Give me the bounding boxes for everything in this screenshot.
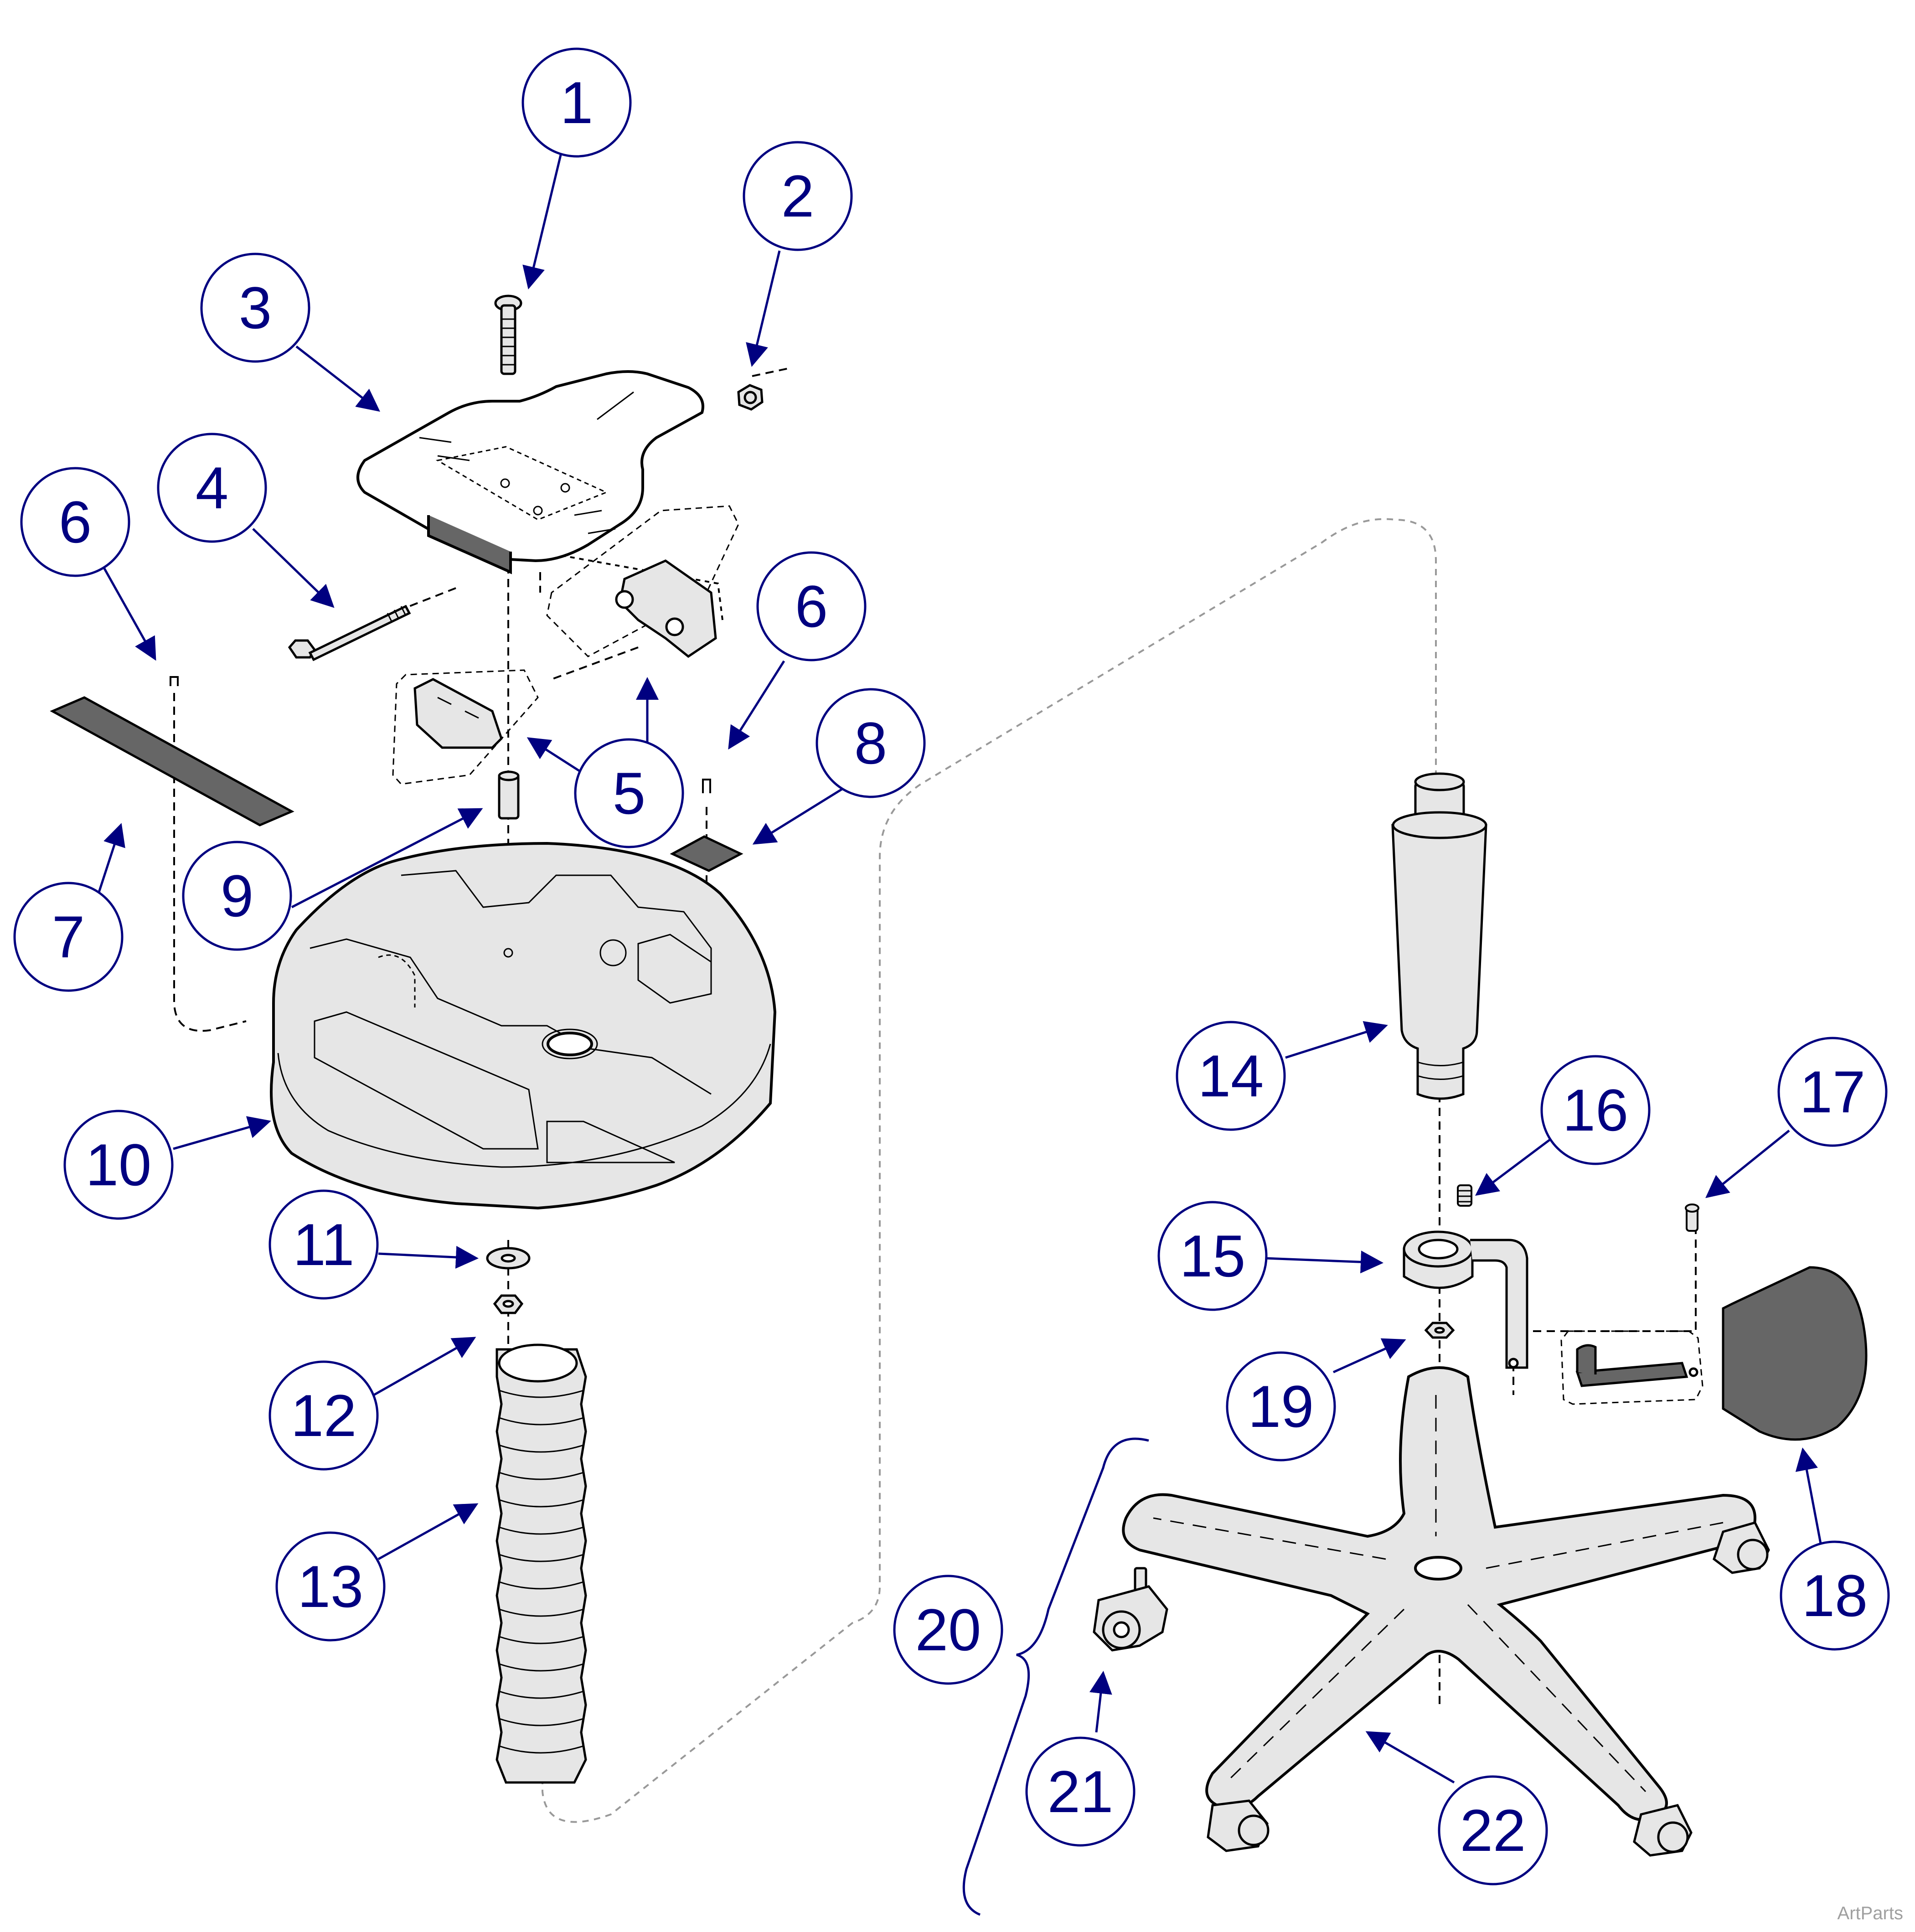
callout-5: 5: [574, 738, 684, 848]
svg-text:15: 15: [1180, 1223, 1246, 1289]
callout-10: 10: [63, 1110, 174, 1220]
part-small-nut: [1424, 1322, 1455, 1339]
callout-3: 3: [200, 253, 310, 363]
svg-text:3: 3: [239, 274, 272, 341]
callouts: 1 2 3 4 6 6 8 5 9 7 10 11 12 13 14 15 16…: [13, 47, 1890, 1886]
svg-text:10: 10: [86, 1131, 152, 1198]
callout-6-left: 6: [20, 467, 130, 577]
svg-text:6: 6: [795, 573, 828, 640]
part-screw: [494, 294, 522, 375]
part-caster: [1093, 1567, 1168, 1652]
callout-18: 18: [1780, 1540, 1890, 1651]
svg-text:4: 4: [196, 455, 228, 521]
leader-lines: [85, 155, 1829, 1784]
svg-text:18: 18: [1802, 1562, 1868, 1629]
callout-2: 2: [743, 141, 853, 251]
svg-text:17: 17: [1800, 1059, 1866, 1125]
callout-14: 14: [1176, 1021, 1286, 1131]
callout-21: 21: [1025, 1736, 1136, 1847]
svg-text:13: 13: [298, 1553, 364, 1620]
part-long-bolt: [288, 604, 411, 661]
svg-text:5: 5: [613, 760, 645, 827]
svg-text:2: 2: [781, 163, 814, 229]
subassembly-boxes: [392, 505, 1703, 1405]
callout-19: 19: [1226, 1351, 1336, 1462]
svg-text:21: 21: [1048, 1758, 1114, 1825]
part-seat-plate: [356, 370, 704, 574]
watermark: ArtParts: [1838, 1903, 1903, 1923]
svg-text:16: 16: [1563, 1077, 1629, 1143]
part-set-screw: [1457, 1184, 1472, 1207]
callout-16: 16: [1540, 1055, 1651, 1165]
svg-text:12: 12: [291, 1382, 357, 1449]
svg-text:19: 19: [1248, 1373, 1314, 1440]
part-hex-nut: [493, 1294, 524, 1314]
routing-lines: [542, 518, 1437, 1823]
svg-text:22: 22: [1460, 1797, 1526, 1864]
callout-12: 12: [268, 1360, 379, 1471]
svg-text:9: 9: [221, 863, 253, 929]
part-small-clip-left: [170, 676, 179, 686]
part-casters: [1207, 1521, 1770, 1857]
part-adhesive-strip: [50, 696, 294, 827]
svg-text:1: 1: [560, 69, 593, 136]
callout-20: 20: [893, 1575, 1003, 1685]
part-square-pad: [670, 835, 743, 872]
callout-22: 22: [1438, 1775, 1548, 1886]
callout-9: 9: [182, 841, 292, 951]
callout-13: 13: [275, 1531, 386, 1642]
svg-text:14: 14: [1198, 1043, 1264, 1109]
part-small-clip-right: [702, 779, 711, 793]
part-spacer: [498, 770, 520, 820]
part-bellows-cover: [496, 1343, 587, 1784]
part-collar-lever: [1403, 1230, 1528, 1369]
part-foot-rest: [1575, 1266, 1868, 1441]
part-seat-base: [270, 842, 777, 1210]
svg-text:8: 8: [854, 710, 887, 776]
callout-11: 11: [268, 1189, 379, 1300]
callout-15: 15: [1157, 1201, 1268, 1311]
callout-8: 8: [816, 688, 926, 798]
callout-6-right: 6: [756, 551, 867, 661]
part-clamp-bracket-right: [615, 559, 717, 658]
svg-text:20: 20: [915, 1596, 981, 1663]
svg-text:7: 7: [52, 904, 85, 970]
callout-17: 17: [1777, 1037, 1888, 1147]
part-washer: [486, 1247, 531, 1270]
part-gas-cylinder: [1391, 772, 1487, 1100]
callout-1: 1: [521, 47, 632, 158]
part-small-screw: [1685, 1204, 1699, 1232]
callout-4: 4: [157, 433, 267, 543]
part-clamp-bracket-left: [413, 678, 503, 749]
svg-text:6: 6: [59, 489, 92, 555]
group-bracket: [962, 1437, 1149, 1916]
svg-text:11: 11: [293, 1211, 355, 1278]
part-nut: [737, 384, 764, 411]
part-star-base: [1122, 1366, 1757, 1821]
callout-7: 7: [13, 882, 124, 992]
